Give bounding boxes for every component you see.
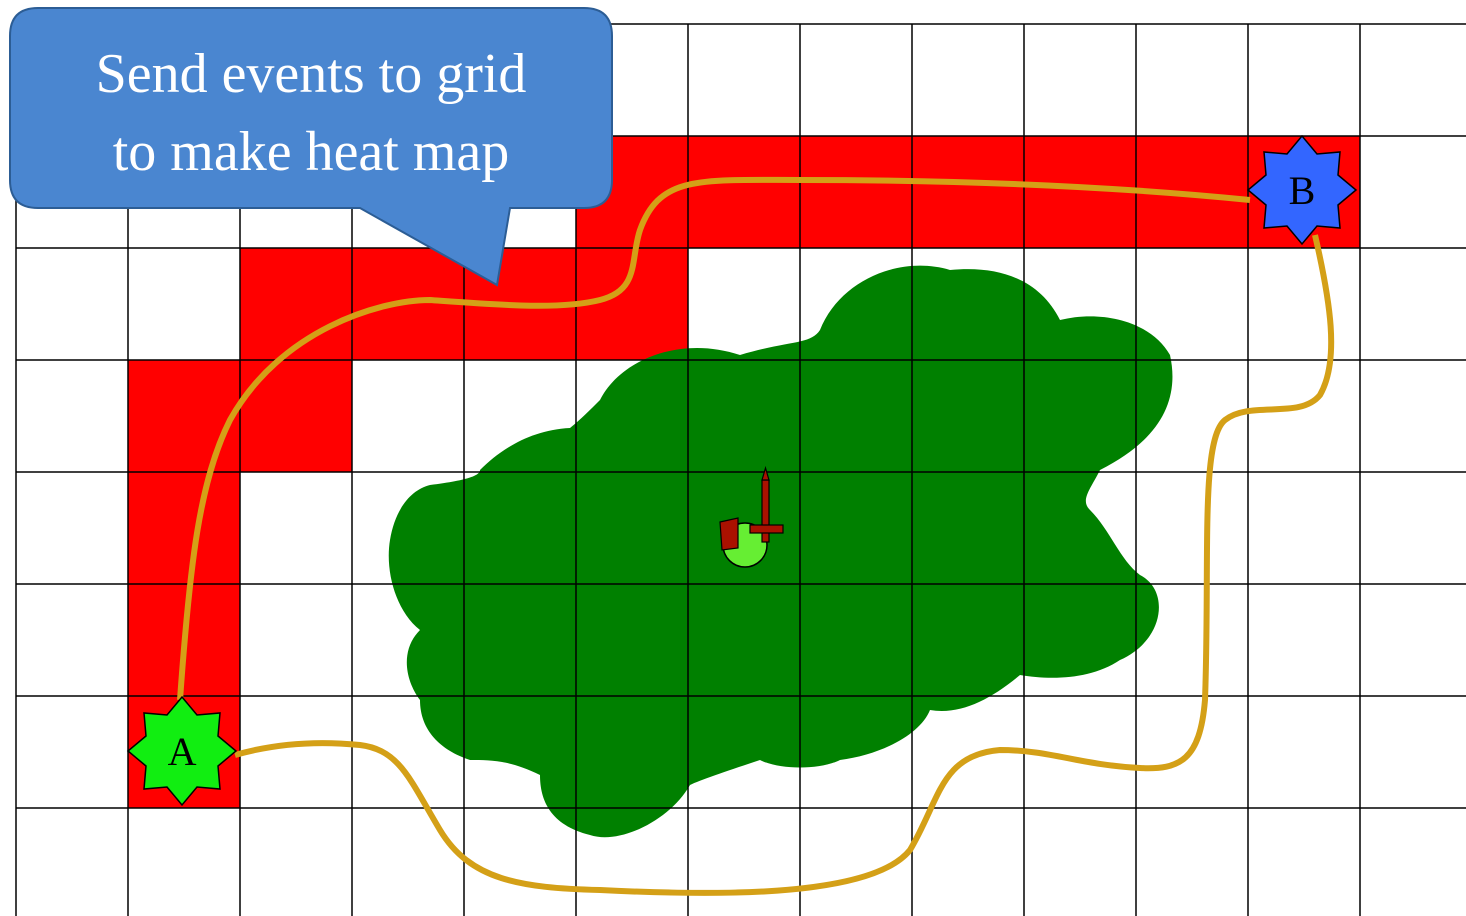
route-path (177, 176, 1251, 701)
heat-cell (240, 360, 352, 472)
end-marker: B (1246, 134, 1358, 246)
start-marker: A (126, 695, 238, 807)
heat-cell (240, 248, 352, 360)
callout-line-2: to make heat map (113, 121, 510, 183)
heat-cell (912, 136, 1024, 248)
heat-cell (800, 136, 912, 248)
heat-cell (688, 136, 800, 248)
heat-cell (128, 360, 240, 472)
route-path-alternate (234, 234, 1335, 897)
callout-line-1: Send events to grid (96, 43, 527, 105)
star-icon (126, 695, 238, 807)
heat-cell (128, 472, 240, 584)
forest-area (388, 265, 1173, 838)
knight-icon (719, 465, 784, 568)
callout-bubble: Send events to grid to make heat map (9, 7, 613, 287)
star-icon (1246, 134, 1358, 246)
start-marker-label: A (168, 729, 197, 774)
end-marker-label: B (1289, 168, 1316, 213)
